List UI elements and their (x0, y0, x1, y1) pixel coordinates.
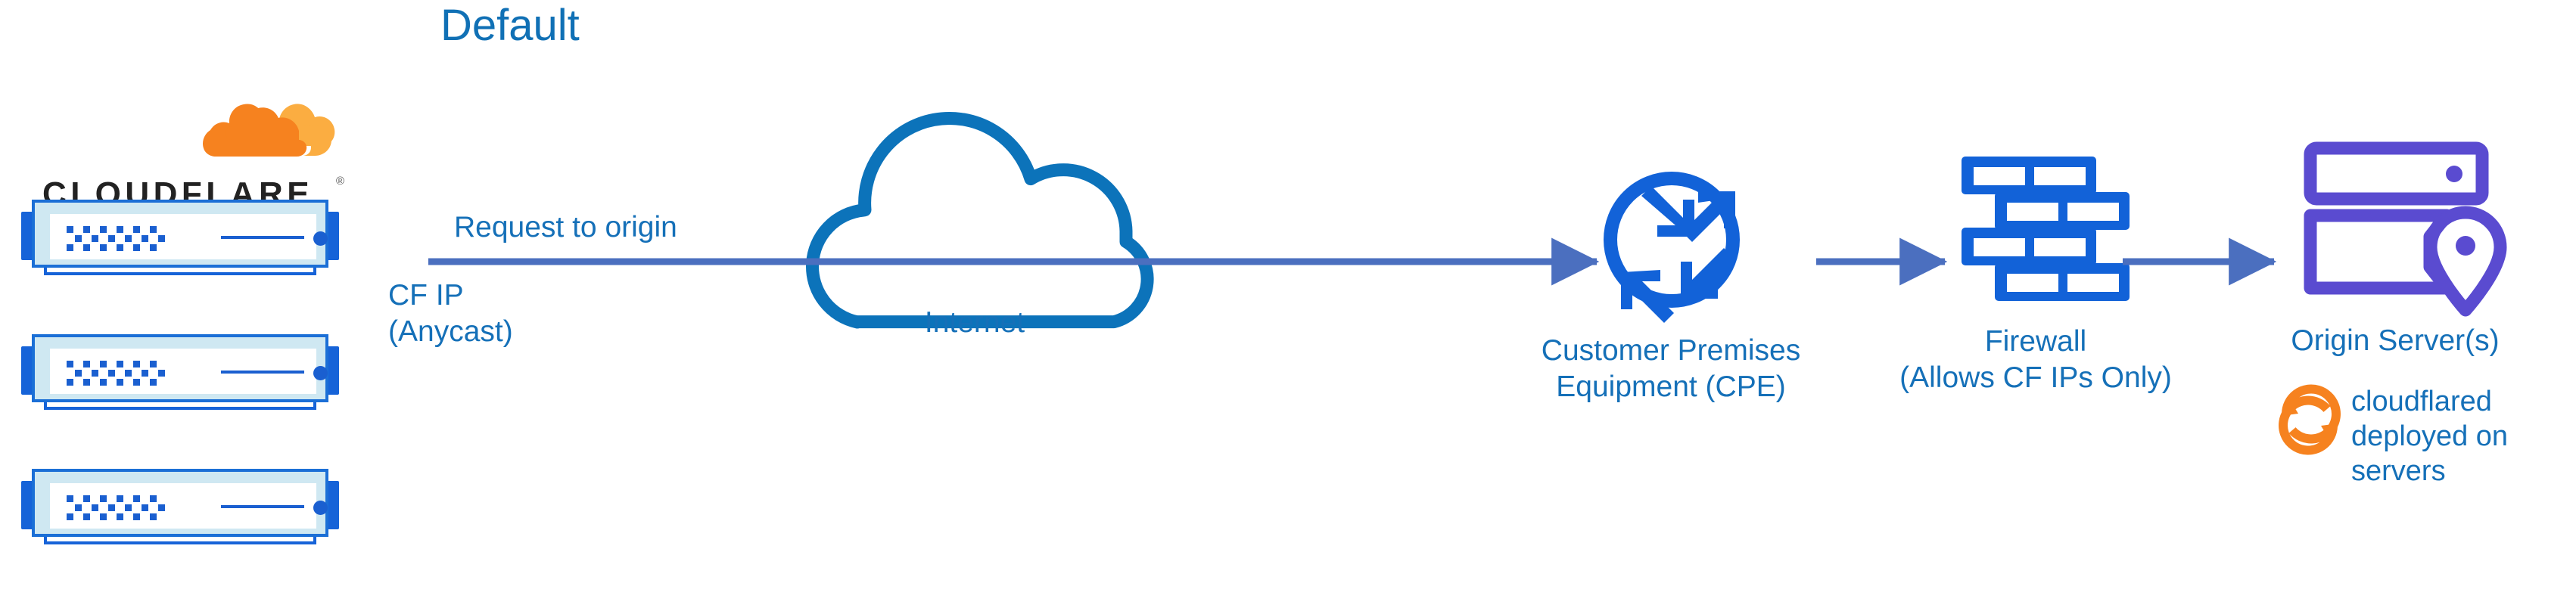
origin-server-label: Origin Server(s) (2291, 324, 2500, 357)
switch-side-tab-right (325, 346, 339, 395)
sync-arrows-icon (2279, 384, 2341, 455)
cpe-label: Customer Premises Equipment (CPE) (1541, 334, 1801, 403)
switch-side-tab-left (21, 346, 35, 395)
server-rack-location-icon (2304, 141, 2507, 317)
switch-chassis (32, 334, 328, 402)
brick-wall-icon (1962, 157, 2130, 301)
switch-side-tab-left (21, 481, 35, 529)
request-to-origin-label: Request to origin (454, 211, 677, 243)
network-switch-icon (21, 333, 339, 410)
switch-status-line (221, 371, 304, 374)
cloudflare-cloud-mark (203, 104, 335, 157)
firewall-label: Firewall (Allows CF IPs Only) (1899, 325, 2172, 394)
switch-side-tab-right (325, 212, 339, 260)
switch-status-line (221, 505, 304, 508)
cf-ip-anycast-label: CF IP (Anycast) (388, 279, 513, 348)
switch-chassis (32, 469, 328, 537)
cloudflared-label: cloudflared deployed on servers (2351, 386, 2509, 487)
internet-label: Internet (924, 306, 1025, 339)
network-switch-icon (21, 198, 339, 275)
switch-side-tab-right (325, 481, 339, 529)
switch-port-grid (67, 358, 175, 386)
router-icon (1604, 172, 1740, 323)
switch-port-grid (67, 492, 175, 520)
page-title: Default (440, 1, 580, 50)
switch-faceplate (50, 349, 328, 394)
registered-trademark-symbol: ® (336, 175, 345, 188)
switch-led-indicator (313, 501, 328, 515)
switch-led-indicator (313, 231, 328, 246)
switch-chassis (32, 200, 328, 268)
switch-faceplate (50, 483, 328, 529)
switch-faceplate (50, 214, 328, 259)
cloud-icon (806, 112, 1154, 329)
switch-side-tab-left (21, 212, 35, 260)
network-switch-icon (21, 467, 339, 544)
switch-led-indicator (313, 366, 328, 380)
switch-status-line (221, 236, 304, 239)
switch-port-grid (67, 223, 175, 251)
